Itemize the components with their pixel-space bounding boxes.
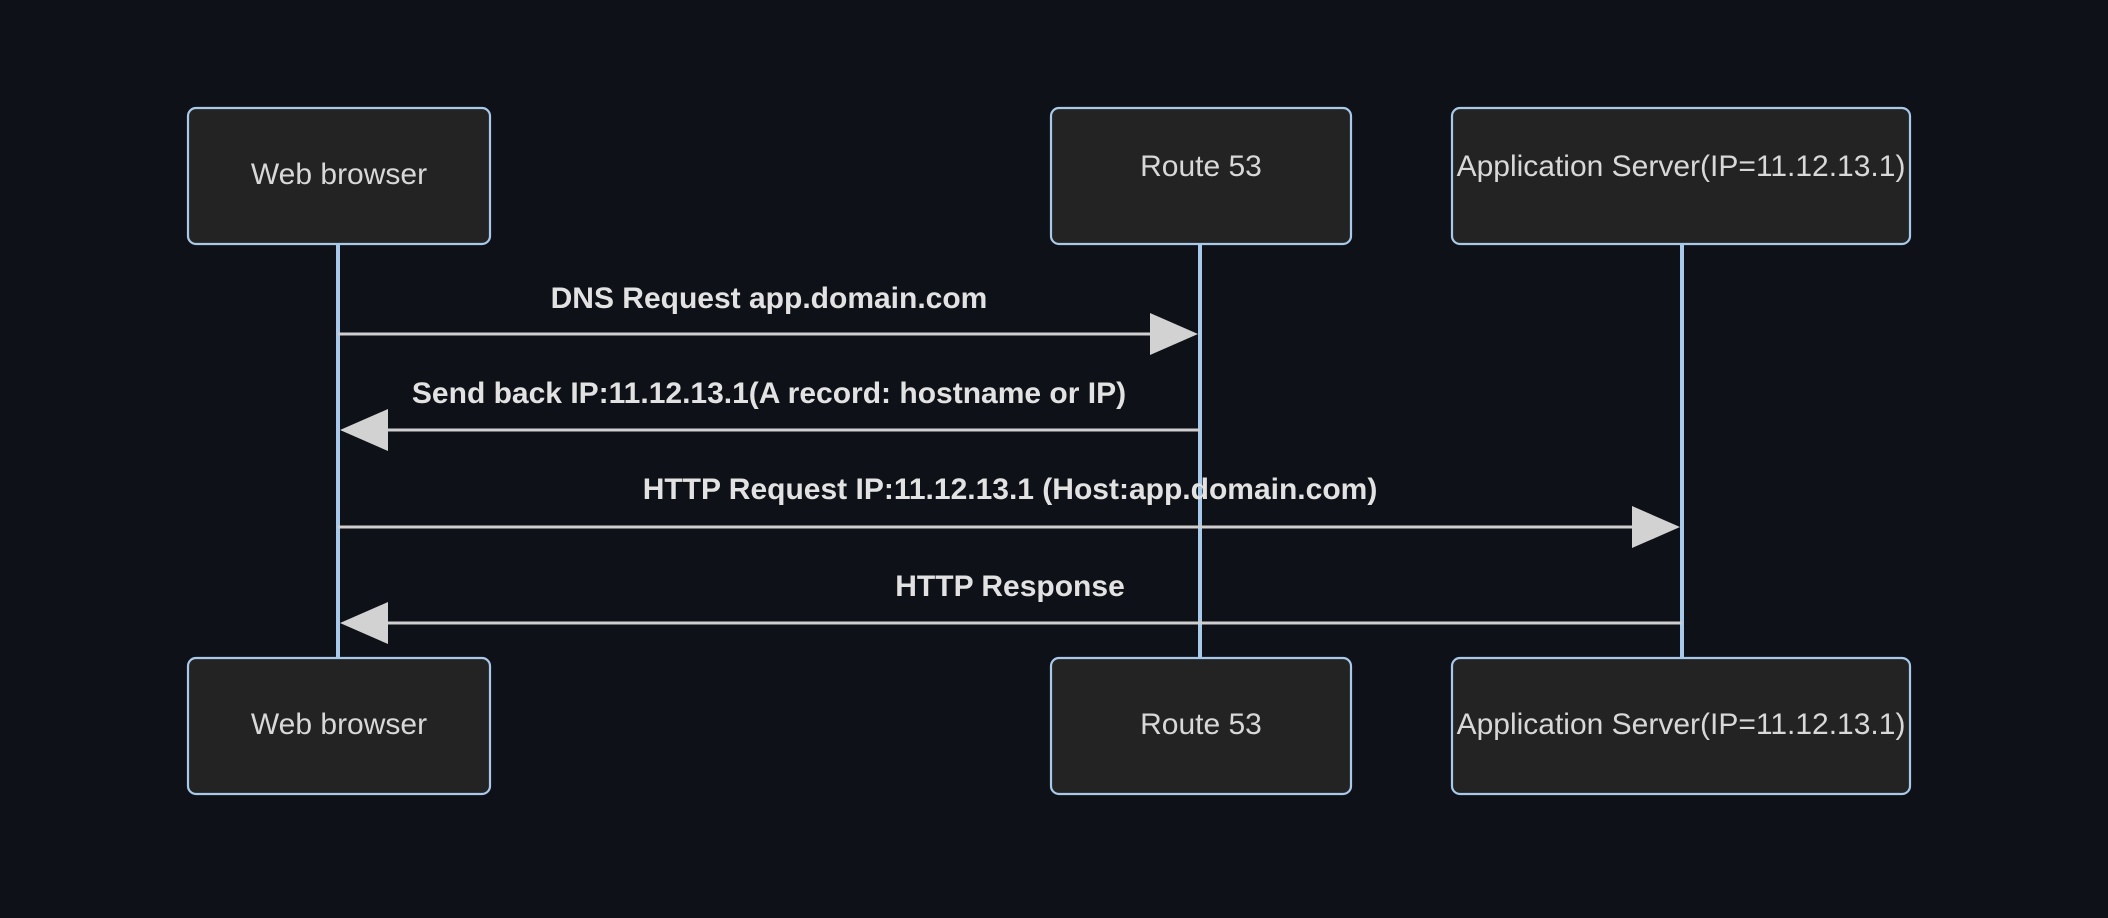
participant-appserver-bottom-label: Application Server(IP=11.12.13.1) xyxy=(1457,708,1906,741)
message-1-arrowhead xyxy=(1150,313,1198,355)
participant-browser-bottom[interactable]: Web browser xyxy=(186,656,492,796)
participant-browser-top-label: Web browser xyxy=(251,158,427,191)
participant-appserver-bottom[interactable]: Application Server(IP=11.12.13.1) xyxy=(1450,656,1912,796)
participant-route53-bottom-box xyxy=(1049,656,1353,796)
participant-route53-top[interactable]: Route 53 xyxy=(1049,106,1353,246)
message-2-label: Send back IP:11.12.13.1(A record: hostna… xyxy=(412,377,1126,410)
message-3[interactable] xyxy=(338,506,1680,548)
message-3-arrowhead xyxy=(1632,506,1680,548)
message-2[interactable] xyxy=(340,409,1200,451)
message-labels: DNS Request app.domain.com Send back IP:… xyxy=(412,282,1377,603)
participant-route53-bottom-label: Route 53 xyxy=(1140,708,1262,741)
participant-browser-top[interactable]: Web browser xyxy=(186,106,492,246)
participants-bottom: Web browser Route 53 Application Server(… xyxy=(186,656,1912,796)
message-2-arrowhead xyxy=(340,409,388,451)
message-4-arrowhead xyxy=(340,602,388,644)
participant-route53-top-label: Route 53 xyxy=(1140,150,1262,183)
message-1-label: DNS Request app.domain.com xyxy=(551,282,988,315)
message-1[interactable] xyxy=(338,313,1198,355)
message-4-label: HTTP Response xyxy=(895,570,1125,603)
participant-appserver-top-label: Application Server(IP=11.12.13.1) xyxy=(1457,150,1906,183)
participant-browser-bottom-box xyxy=(186,656,492,796)
participant-route53-bottom[interactable]: Route 53 xyxy=(1049,656,1353,796)
participants-top: Web browser Route 53 Application Server(… xyxy=(186,106,1912,246)
participant-browser-top-box xyxy=(186,106,492,246)
message-4[interactable] xyxy=(340,602,1682,644)
message-3-label: HTTP Request IP:11.12.13.1 (Host:app.dom… xyxy=(643,473,1378,506)
participant-appserver-top[interactable]: Application Server(IP=11.12.13.1) xyxy=(1450,106,1912,246)
participant-route53-top-box xyxy=(1049,106,1353,246)
participant-browser-bottom-label: Web browser xyxy=(251,708,427,741)
participant-appserver-top-box xyxy=(1450,106,1912,246)
messages xyxy=(338,313,1682,644)
participant-appserver-bottom-box xyxy=(1450,656,1912,796)
lifelines xyxy=(336,244,1684,658)
